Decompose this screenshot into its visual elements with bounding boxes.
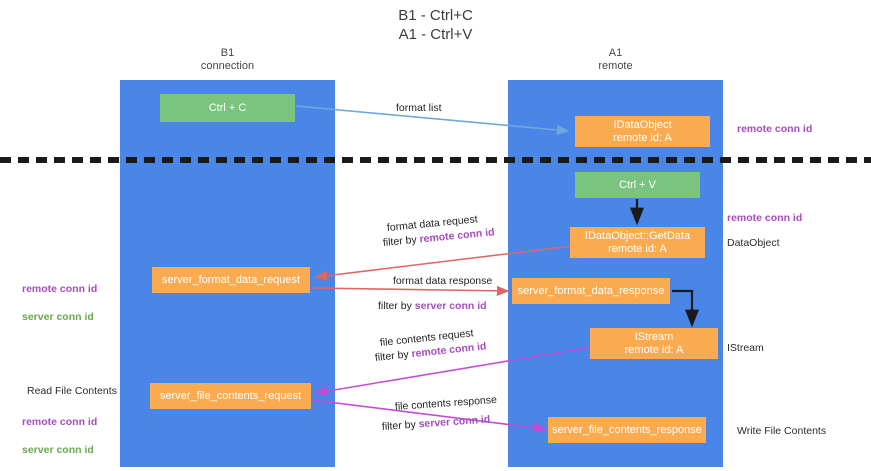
annotation-conn-ids-low: remote conn id server conn id (22, 401, 97, 471)
edge-label-format-data-response: format data response (393, 275, 493, 287)
node-idataobject[interactable]: IDataObject remote id: A (575, 116, 710, 147)
node-server-format-data-request[interactable]: server_format_data_request (152, 267, 310, 293)
filter-value: server conn id (414, 300, 487, 312)
node-server-file-contents-request[interactable]: server_file_contents_request (150, 383, 311, 409)
annotation-read-file-contents: Read File Contents (27, 385, 117, 397)
annotation-remote-conn-id-top: remote conn id (737, 123, 813, 135)
filter-prefix: filter by (374, 348, 413, 364)
edge-label-format-data-response-filter: filter by server conn id (378, 299, 487, 314)
edge-label-format-list: format list (396, 102, 442, 114)
filter-value: server conn id (418, 413, 491, 431)
annotation-remote-conn-id-mid: remote conn id (727, 212, 803, 224)
edge-label-file-contents-response: file contents response (394, 393, 498, 413)
annotation-remote-conn-id: remote conn id (22, 283, 98, 295)
column-header-a1: A1 remote (598, 47, 633, 72)
filter-prefix: filter by (381, 418, 420, 433)
annotation-write-file-contents: Write File Contents (737, 425, 827, 437)
filter-prefix: filter by (382, 233, 421, 249)
annotation-remote-conn-id: remote conn id (22, 416, 98, 428)
column-header-b1: B1 connection (200, 47, 255, 72)
annotation-istream: IStream (727, 342, 764, 354)
annotation-conn-ids-mid: remote conn id server conn id (22, 268, 97, 338)
annotation-server-conn-id: server conn id (22, 311, 94, 323)
node-ctrl-v[interactable]: Ctrl + V (575, 172, 700, 198)
annotation-dataobject: DataObject (727, 237, 780, 249)
node-istream[interactable]: IStream remote id: A (590, 328, 718, 359)
node-server-format-data-response[interactable]: server_format_data_response (512, 278, 670, 304)
node-server-file-contents-response[interactable]: server_file_contents_response (548, 417, 706, 443)
node-ctrl-c[interactable]: Ctrl + C (160, 94, 295, 122)
node-idataobject-getdata[interactable]: IDataObject::GetData remote id: A (570, 227, 705, 258)
filter-prefix: filter by (378, 300, 415, 312)
page-title: B1 - Ctrl+C A1 - Ctrl+V (398, 7, 473, 43)
annotation-server-conn-id: server conn id (22, 444, 94, 456)
edge-label-file-contents-response-filter: filter by server conn id (381, 412, 491, 435)
